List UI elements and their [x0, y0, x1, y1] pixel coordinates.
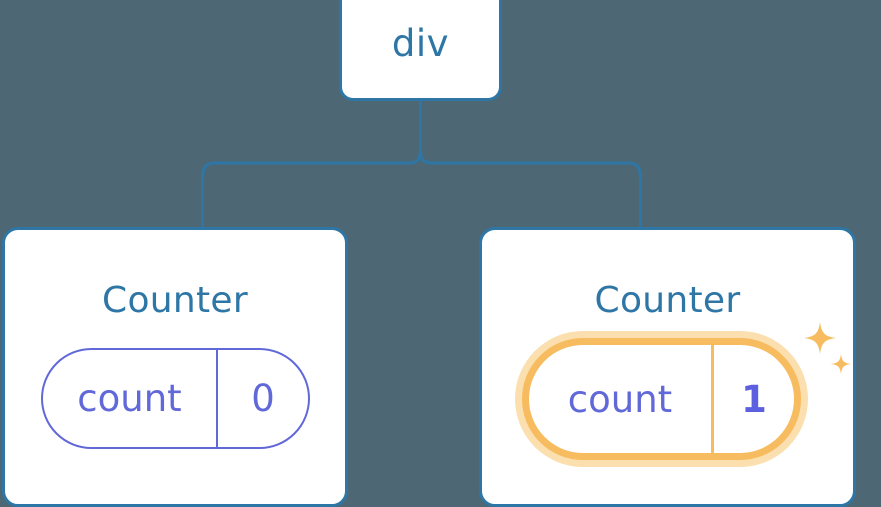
- state-value-label: 0: [251, 377, 275, 420]
- node-div[interactable]: div: [339, 0, 502, 101]
- sparkle-large-icon: [804, 322, 836, 354]
- sparkles-group: [804, 322, 851, 374]
- state-pill-count-left[interactable]: count 0: [41, 348, 310, 449]
- state-key-label: count: [43, 350, 218, 447]
- node-div-label: div: [391, 22, 450, 65]
- connector-to-counter-right: [419, 146, 642, 229]
- state-pill-count-right[interactable]: count 1: [522, 338, 801, 460]
- state-pill-count-right-glow: count 1: [515, 331, 808, 467]
- counter-right-title: Counter: [594, 280, 741, 321]
- diagram-canvas: div Counter count 0 Counter count 1: [2, 0, 856, 507]
- sparkle-small-icon: [831, 354, 851, 374]
- counter-left-title: Counter: [102, 280, 248, 321]
- state-key-label: count: [529, 345, 714, 453]
- state-value-label: 1: [741, 377, 767, 421]
- connector-to-counter-left: [201, 146, 422, 229]
